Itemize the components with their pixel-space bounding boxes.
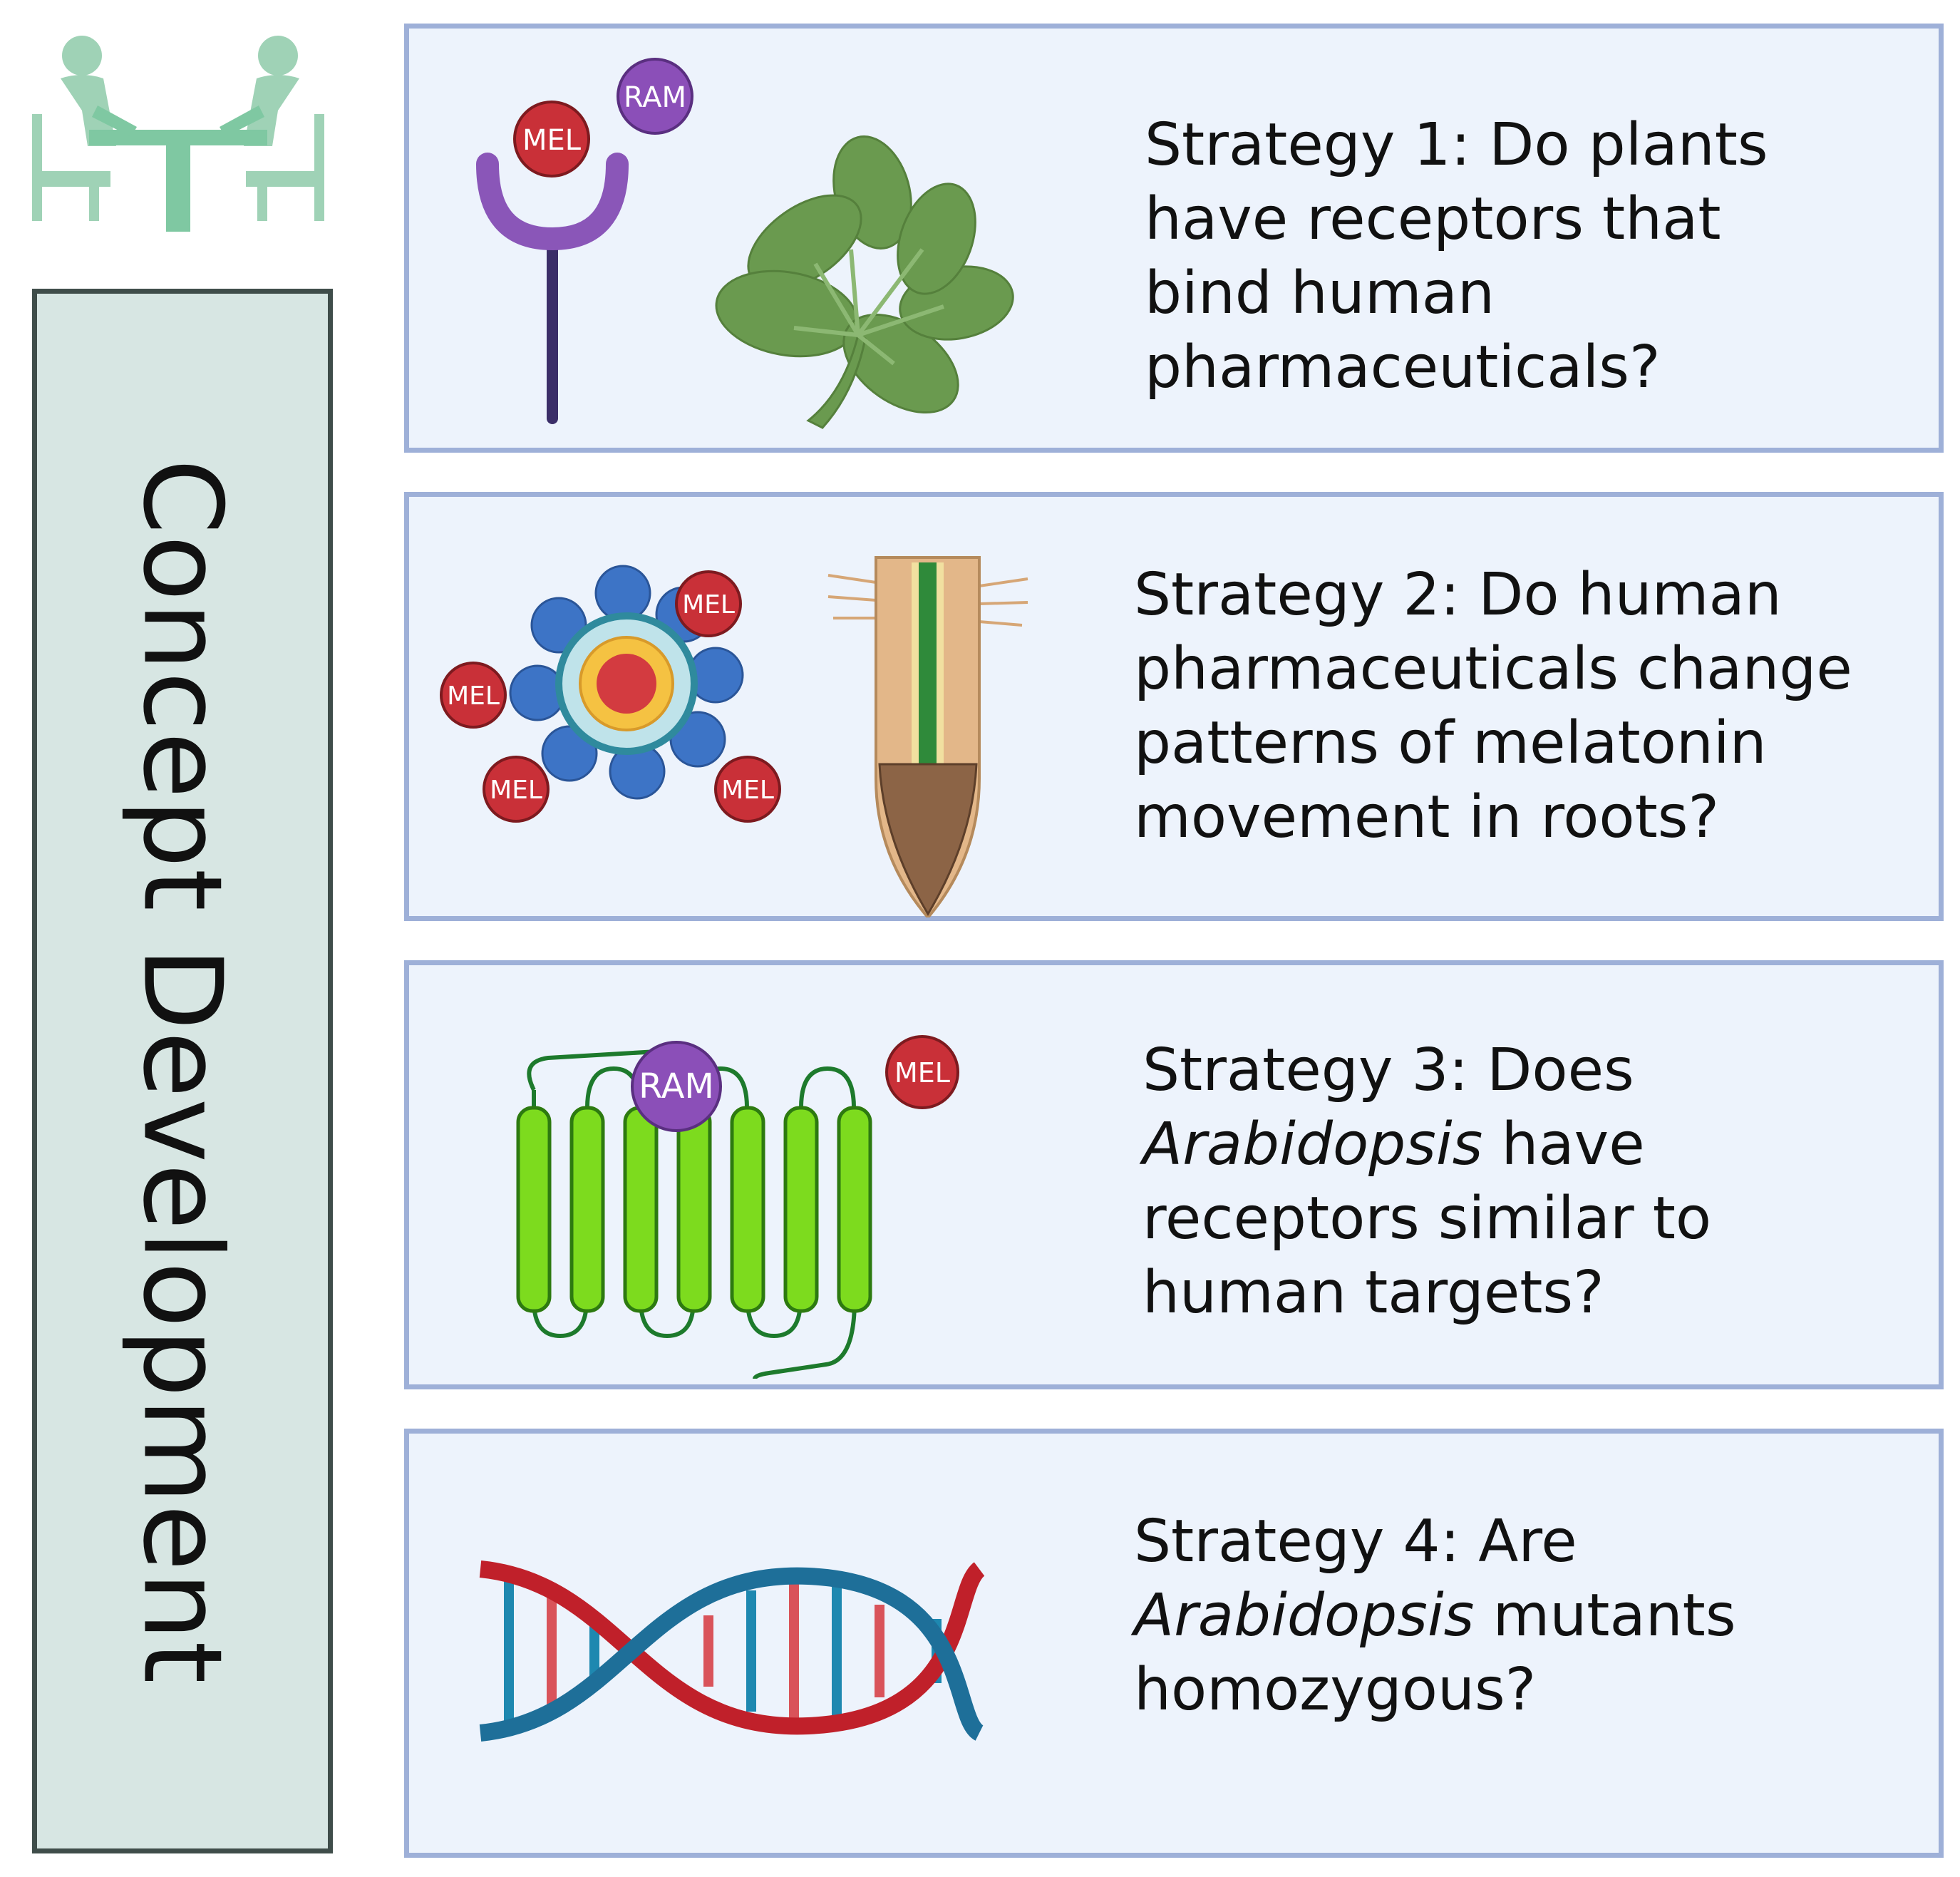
strategy-4-illustration bbox=[479, 1560, 986, 1742]
svg-text:MEL: MEL bbox=[894, 1057, 950, 1089]
mel-molecule-2-1: MEL bbox=[675, 570, 742, 637]
svg-text:RAM: RAM bbox=[639, 1066, 714, 1106]
concept-development-label: Concept Development bbox=[119, 458, 246, 1685]
svg-text:MEL: MEL bbox=[721, 776, 774, 805]
ram-molecule-1-1: RAM bbox=[617, 58, 693, 135]
receptor-icon bbox=[476, 153, 629, 424]
strategy-2-text: Strategy 2: Do human pharmaceuticals cha… bbox=[1134, 558, 1852, 855]
strategy-4-line-3: homozygous? bbox=[1134, 1656, 1537, 1724]
strategy-2-line-3: patterns of melatonin bbox=[1134, 709, 1767, 777]
strategy-4-line-2: Arabidopsis mutants bbox=[1134, 1582, 1736, 1650]
strategy-card-2: MEL MEL MEL MEL Strategy 2: Do human bbox=[404, 492, 1944, 921]
carrier-complex-icon bbox=[509, 565, 744, 800]
concept-development-panel: Concept Development bbox=[32, 289, 333, 1853]
svg-text:MEL: MEL bbox=[490, 776, 542, 805]
meeting-icon bbox=[32, 36, 324, 232]
strategy-card-4: Strategy 4: Are Arabidopsis mutants homo… bbox=[404, 1429, 1944, 1858]
mel-molecule-3-1: MEL bbox=[885, 1035, 959, 1109]
strategy-2-line-1: Strategy 2: Do human bbox=[1134, 561, 1782, 629]
mel-molecule-2-4: MEL bbox=[714, 756, 781, 823]
svg-text:MEL: MEL bbox=[682, 590, 735, 619]
strategy-card-1: MEL RAM Strategy 1: Do plants have recep… bbox=[404, 24, 1944, 453]
dna-helix-icon bbox=[479, 1560, 986, 1742]
strategy-1-illustration: MEL RAM bbox=[476, 58, 1014, 429]
svg-text:RAM: RAM bbox=[624, 81, 686, 114]
ram-molecule-3-1: RAM bbox=[631, 1041, 722, 1132]
strategy-1-line-2: have receptors that bbox=[1145, 185, 1721, 253]
strategy-3-line-4: human targets? bbox=[1143, 1259, 1604, 1327]
strategy-1-line-3: bind human bbox=[1145, 259, 1495, 327]
strategy-1-text: Strategy 1: Do plants have receptors tha… bbox=[1145, 108, 1768, 405]
strategy-3-illustration: RAM MEL bbox=[516, 1035, 959, 1379]
svg-text:MEL: MEL bbox=[522, 124, 582, 157]
strategy-2-line-4: movement in roots? bbox=[1134, 783, 1720, 851]
svg-text:MEL: MEL bbox=[447, 682, 500, 711]
strategy-3-genus: Arabidopsis bbox=[1143, 1111, 1483, 1178]
strategy-4-line-1: Strategy 4: Are bbox=[1134, 1508, 1577, 1575]
strategy-3-text: Strategy 3: Does Arabidopsis have recept… bbox=[1143, 1034, 1711, 1330]
strategy-1-line-4: pharmaceuticals? bbox=[1145, 334, 1661, 401]
strategy-card-3: RAM MEL Strategy 3: Does Arabidopsis hav… bbox=[404, 960, 1944, 1389]
mel-molecule-2-2: MEL bbox=[440, 662, 507, 729]
strategy-4-text: Strategy 4: Are Arabidopsis mutants homo… bbox=[1134, 1505, 1736, 1727]
strategy-4-genus: Arabidopsis bbox=[1134, 1582, 1475, 1650]
strategy-3-line-1: Strategy 3: Does bbox=[1143, 1037, 1634, 1104]
plant-rosette-icon bbox=[715, 135, 1014, 429]
mel-molecule-1-1: MEL bbox=[513, 101, 590, 178]
strategy-3-line-2: Arabidopsis have bbox=[1143, 1111, 1645, 1178]
strategy-1-line-1: Strategy 1: Do plants bbox=[1145, 111, 1768, 179]
gpcr-icon bbox=[516, 1049, 872, 1379]
root-tip-icon bbox=[827, 556, 1028, 917]
strategy-2-line-2: pharmaceuticals change bbox=[1134, 635, 1852, 703]
mel-molecule-2-3: MEL bbox=[483, 756, 550, 823]
strategy-3-line-3: receptors similar to bbox=[1143, 1185, 1712, 1253]
strategy-2-illustration: MEL MEL MEL MEL bbox=[440, 556, 1028, 917]
